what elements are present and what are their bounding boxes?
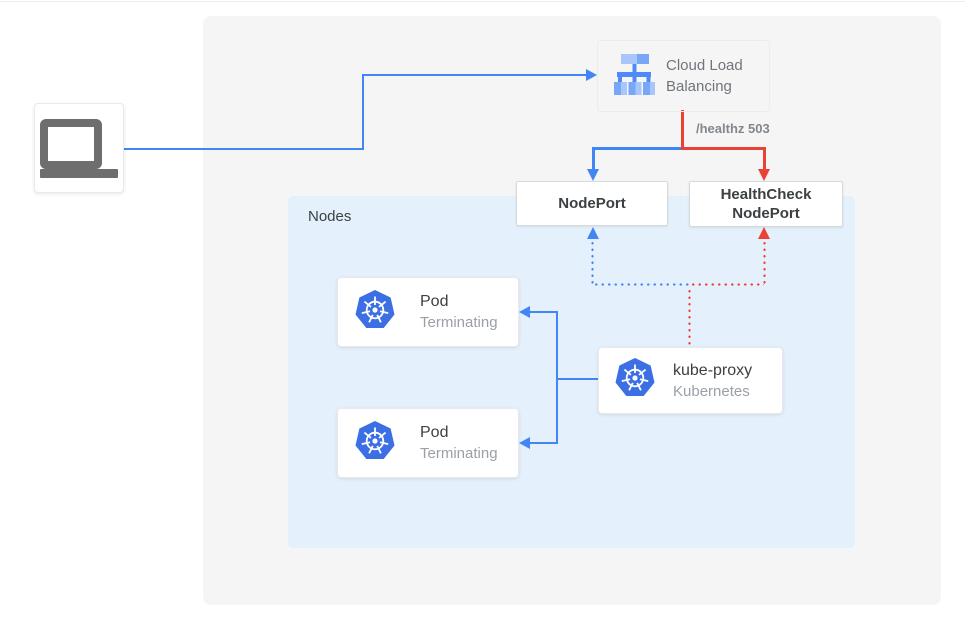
laptop-icon xyxy=(40,118,118,178)
arrowhead-into-clb xyxy=(586,69,597,81)
pod-top-label: Pod xyxy=(420,293,449,310)
arrowhead-into-healthcheck xyxy=(758,169,770,181)
kube-proxy-node: kube-proxy Kubernetes xyxy=(598,347,783,414)
edge-client-clb-h1 xyxy=(124,148,364,150)
pod-terminating-top-node: Pod Terminating xyxy=(337,277,519,347)
edge-kproxy-hc-v-dotted xyxy=(763,240,766,285)
edge-to-pod-top-h xyxy=(530,311,557,313)
edge-client-clb-h2 xyxy=(362,74,588,76)
pod-bottom-text: Pod Terminating xyxy=(420,424,498,462)
edge-clb-hc-v xyxy=(763,147,766,170)
top-divider xyxy=(0,1,965,2)
pod-top-text: Pod Terminating xyxy=(420,293,498,331)
edge-kproxy-hc-h-dotted xyxy=(690,283,764,286)
nodeport-node: NodePort xyxy=(516,181,668,226)
pod-terminating-bottom-node: Pod Terminating xyxy=(337,408,519,478)
load-balancer-icon xyxy=(612,52,656,101)
nodes-group-label: Nodes xyxy=(308,208,352,225)
kubernetes-icon xyxy=(613,356,657,405)
kube-proxy-label: kube-proxy xyxy=(673,361,753,379)
edge-clb-nodeport-h xyxy=(592,147,682,150)
healthcheck-nodeport-node: HealthCheck NodePort xyxy=(689,181,843,227)
arrowhead-up-into-nodeport xyxy=(587,227,599,239)
kube-proxy-text: kube-proxy Kubernetes xyxy=(673,362,752,400)
kube-proxy-sublabel: Kubernetes xyxy=(673,382,750,400)
pod-bottom-label: Pod xyxy=(420,424,449,441)
edge-kproxy-nodeport-h-dotted xyxy=(593,283,690,286)
arrowhead-up-into-healthcheck xyxy=(758,227,770,239)
cloud-load-balancing-node: Cloud Load Balancing xyxy=(597,40,770,112)
arrowhead-into-pod-top xyxy=(519,306,530,318)
kubernetes-icon xyxy=(353,288,397,337)
edge-kproxy-stem-dotted-red xyxy=(688,288,691,347)
edge-clb-hc-h xyxy=(681,147,766,150)
arrowhead-into-pod-bottom xyxy=(519,437,530,449)
pod-top-status: Terminating xyxy=(420,314,498,331)
edge-to-pod-bottom-h xyxy=(530,442,557,444)
edge-clb-stem-red xyxy=(681,110,684,148)
arrowhead-into-nodeport xyxy=(587,169,599,181)
client-node xyxy=(34,103,124,193)
kubernetes-icon xyxy=(353,419,397,468)
nodeport-label: NodePort xyxy=(558,195,626,212)
cloud-load-balancing-label: Cloud Load Balancing xyxy=(666,57,743,95)
healthcheck-nodeport-label: HealthCheck NodePort xyxy=(720,186,812,222)
pod-bottom-status: Terminating xyxy=(420,445,498,462)
healthz-label: /healthz 503 xyxy=(696,121,770,136)
edge-clb-nodeport-v xyxy=(592,147,595,170)
edge-client-clb-v xyxy=(362,74,364,150)
edge-kproxy-pods-h xyxy=(557,378,598,380)
edge-kproxy-nodeport-v-dotted xyxy=(591,240,594,285)
edge-kproxy-pods-v xyxy=(556,311,558,444)
